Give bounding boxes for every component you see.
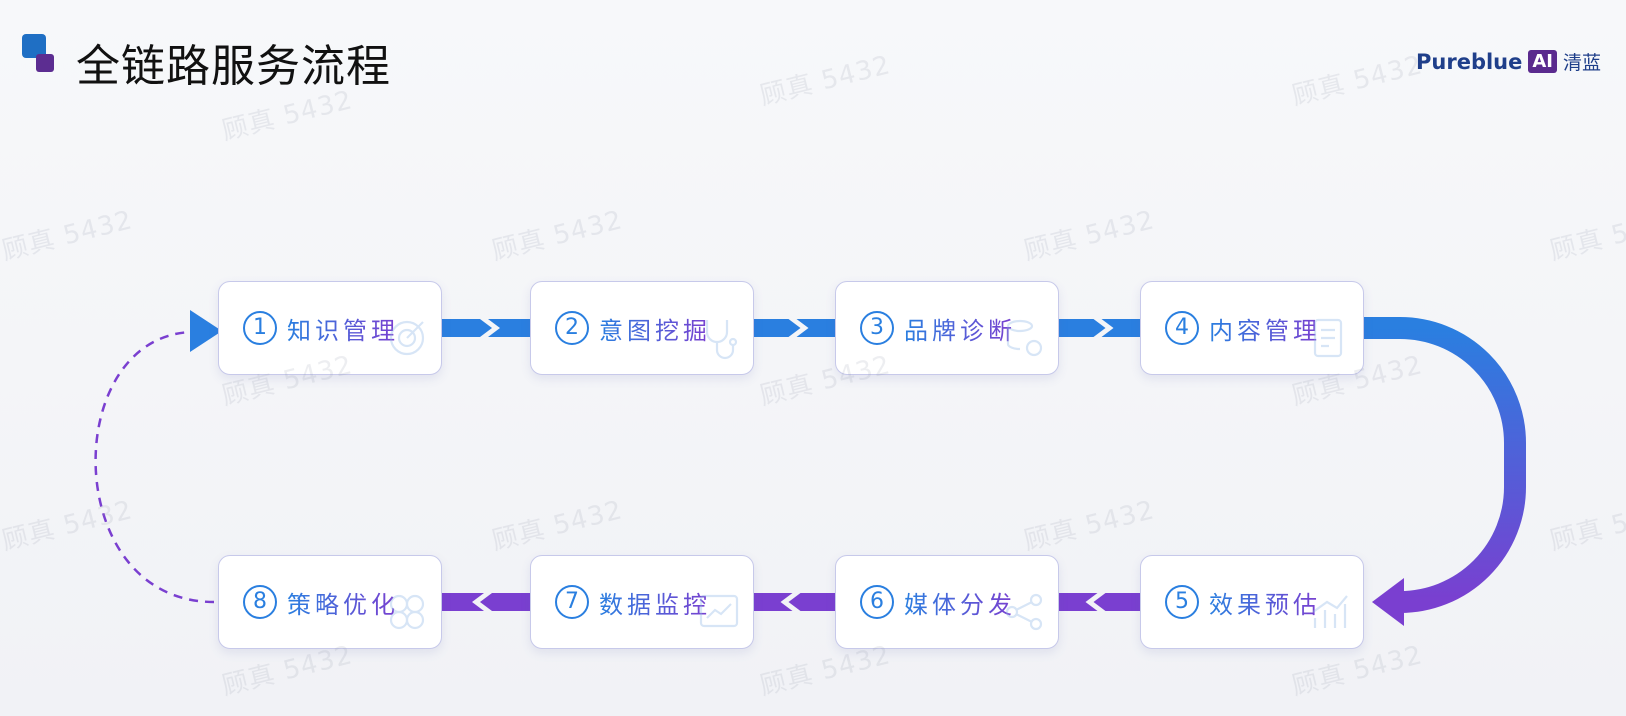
stethoscope-icon (695, 314, 743, 366)
title-bullet-icon (22, 34, 56, 76)
database-gear-icon (1000, 314, 1048, 366)
step-number: 8 (243, 585, 277, 619)
step-label: 知识管理 (287, 311, 399, 346)
step-number: 6 (860, 585, 894, 619)
step-label: 效果预估 (1209, 585, 1321, 620)
document-icon (1305, 314, 1353, 366)
step-label: 品牌诊断 (904, 311, 1016, 346)
loop-arrowhead (1372, 578, 1404, 626)
step-label: 媒体分发 (904, 585, 1016, 620)
step-number: 5 (1165, 585, 1199, 619)
step-node: 6 媒体分发 (835, 555, 1059, 649)
step-node: 3 品牌诊断 (835, 281, 1059, 375)
step-label: 意图挖掘 (599, 311, 711, 346)
step-label: 内容管理 (1209, 311, 1321, 346)
share-icon (1000, 588, 1048, 640)
loop-connector-right (1364, 317, 1526, 613)
target-icon (383, 314, 431, 366)
step-number: 4 (1165, 311, 1199, 345)
step-connector-arrow (754, 593, 835, 611)
page-title: 全链路服务流程 (76, 41, 391, 92)
step-node: 7 数据监控 (530, 555, 754, 649)
connector-layer (442, 319, 1140, 611)
clover-icon (383, 588, 431, 640)
line-chart-icon (695, 588, 743, 640)
step-node: 4 内容管理 (1140, 281, 1364, 375)
return-arrowhead (190, 310, 222, 352)
step-number: 7 (555, 585, 589, 619)
step-connector-arrow (1059, 593, 1140, 611)
title-square-purple (36, 54, 54, 72)
step-connector-arrow (754, 319, 835, 337)
step-node: 5 效果预估 (1140, 555, 1364, 649)
return-dashed-connector (94, 330, 215, 604)
step-connector-arrow (442, 319, 530, 337)
brand-ai-badge: AI (1528, 50, 1558, 73)
step-label: 数据监控 (599, 585, 711, 620)
step-node: 1 知识管理 (218, 281, 442, 375)
brand-name: Pureblue (1416, 49, 1523, 74)
step-connector-arrow (442, 593, 530, 611)
bar-chart-icon (1305, 588, 1353, 640)
step-label: 策略优化 (287, 585, 399, 620)
brand-chinese-name: 清蓝 (1563, 52, 1602, 74)
step-number: 1 (243, 311, 277, 345)
step-number: 2 (555, 311, 589, 345)
step-connector-arrow (1059, 319, 1140, 337)
step-node: 2 意图挖掘 (530, 281, 754, 375)
step-number: 3 (860, 311, 894, 345)
brand-logo: Pureblue AI 清蓝 (1416, 48, 1601, 75)
step-node: 8 策略优化 (218, 555, 442, 649)
